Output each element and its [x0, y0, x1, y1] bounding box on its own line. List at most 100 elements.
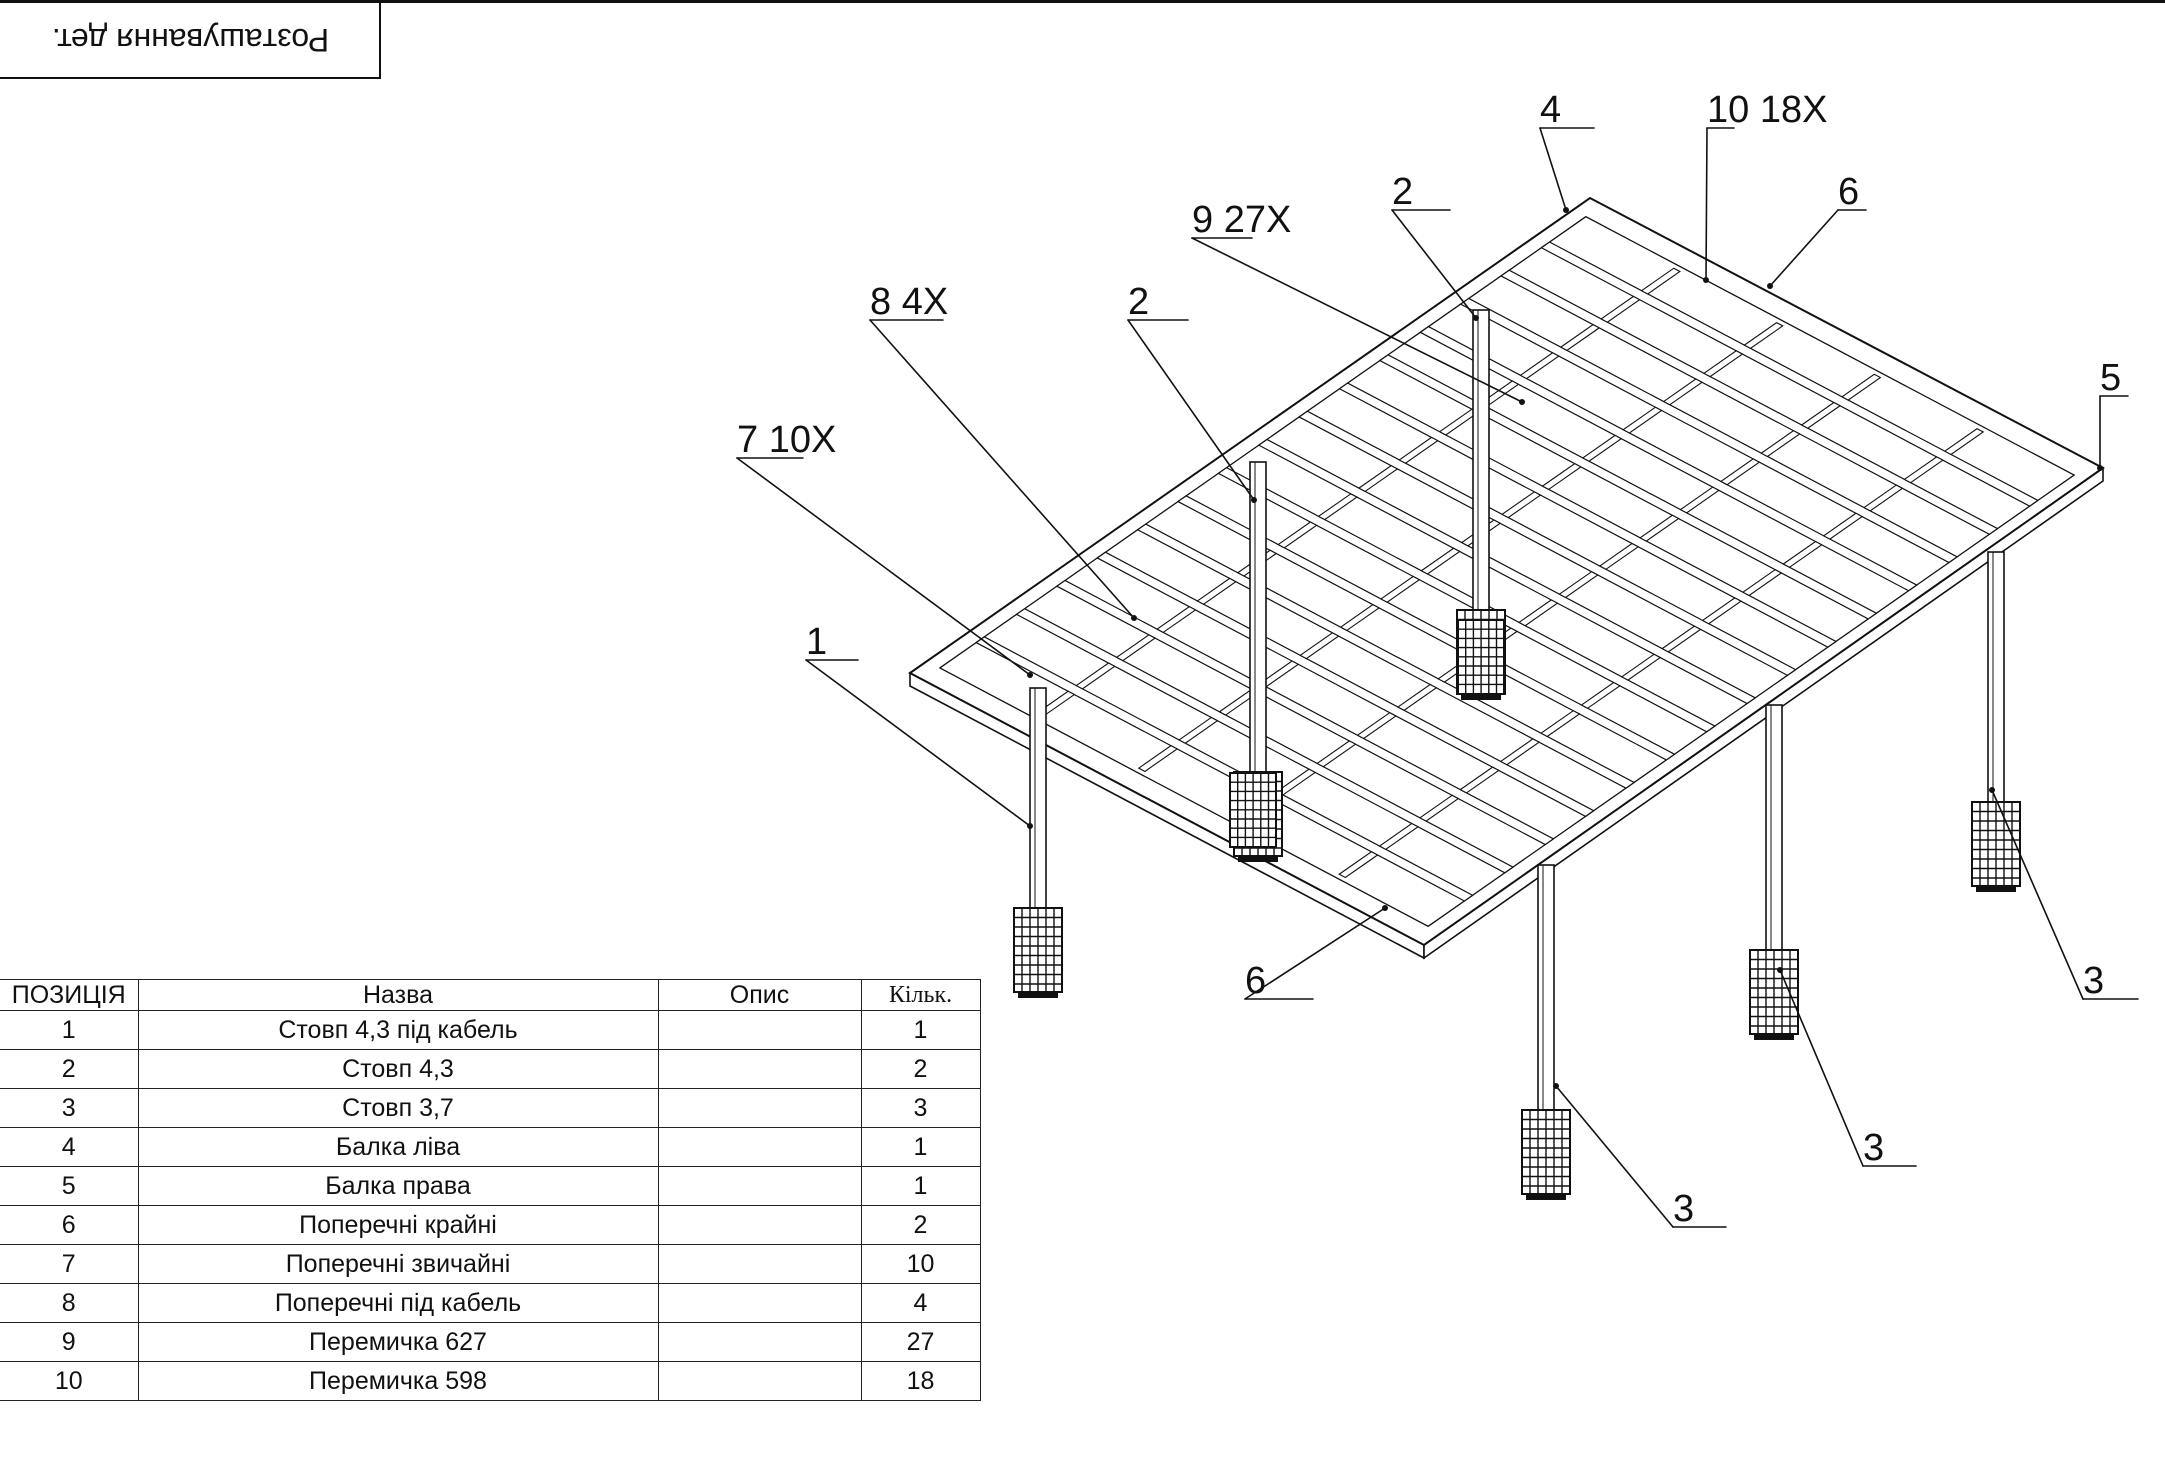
cell-description — [657, 1127, 862, 1167]
table-row: 3 Стовп 3,7 3 — [0, 1088, 981, 1128]
cell-name: Поперечні крайні — [137, 1205, 659, 1245]
table-header-row: ПОЗИЦІЯ Назва Опис Кільк. — [0, 979, 981, 1011]
table-row: 8 Поперечні під кабель 4 — [0, 1283, 981, 1323]
callout-label: 2 — [1392, 171, 1413, 213]
table-row: 2 Стовп 4,3 2 — [0, 1049, 981, 1089]
transverse-member — [1257, 438, 1757, 705]
callout-labels: 4 10 18X 2 6 9 27X 8 4X 2 5 7 10X 1 6 3 … — [737, 89, 2121, 1230]
leader-arrowhead — [1131, 615, 1137, 621]
cell-position: 5 — [0, 1166, 139, 1206]
cage-base — [1976, 886, 2016, 892]
callout-label: 4 — [1540, 89, 1561, 131]
jumper-member — [1517, 599, 1559, 627]
jumper-member — [1459, 766, 1500, 794]
roof-frame — [908, 196, 2105, 960]
jumper-member — [1719, 458, 1761, 486]
callout-leaders — [736, 127, 2139, 1228]
transverse-member — [1338, 382, 1838, 648]
column-3-back — [1987, 551, 2005, 823]
jumper-member — [1499, 738, 1541, 766]
jumper-member — [1639, 514, 1680, 542]
cage-base — [1018, 992, 1058, 998]
callout-label: 3 — [1673, 1188, 1694, 1230]
cell-position: 8 — [0, 1283, 139, 1323]
leader-line — [1779, 969, 1864, 1167]
leader-line — [805, 659, 1031, 827]
callout-label: 7 10X — [737, 419, 836, 461]
foundation-cage — [1013, 907, 1063, 998]
transverse-member — [1499, 269, 1999, 536]
cell-quantity: 18 — [860, 1361, 981, 1401]
jumper-member — [1863, 484, 1904, 512]
cell-quantity: 2 — [860, 1205, 981, 1245]
column-3-front — [1537, 864, 1555, 1131]
leader-line — [736, 457, 1031, 676]
column-2-back — [1472, 309, 1490, 631]
cage-base — [1461, 694, 1501, 700]
leader-arrowhead — [1519, 399, 1525, 405]
leader-arrowhead — [1027, 672, 1033, 678]
cell-description — [657, 1088, 862, 1128]
callout-label: 5 — [2100, 357, 2121, 399]
callout-label: 9 27X — [1192, 199, 1291, 241]
foundation-cage — [1521, 1109, 1571, 1200]
cell-position: 6 — [0, 1205, 139, 1245]
jumper-member — [1662, 378, 1704, 406]
transverse-member — [1540, 241, 2040, 507]
leader-arrowhead — [1563, 207, 1569, 213]
cell-position: 4 — [0, 1127, 139, 1167]
leader-arrowhead — [1251, 497, 1257, 503]
leader-arrowhead — [1703, 277, 1709, 283]
leader-line — [1705, 127, 1708, 281]
leader-arrowhead — [1473, 315, 1479, 321]
cell-name: Поперечні під кабель — [137, 1283, 659, 1323]
column-header-description: Опис — [657, 979, 862, 1011]
jumper-member — [1379, 575, 1421, 603]
jumper-member — [1943, 428, 1985, 456]
cell-position: 2 — [0, 1049, 139, 1089]
foundation-cage — [1457, 619, 1505, 695]
jumper-member — [1800, 401, 1842, 429]
column-header-position: ПОЗИЦІЯ — [0, 979, 139, 1011]
callout-label: 1 — [806, 621, 827, 663]
jumper-member — [1640, 267, 1681, 295]
leader-line — [1991, 789, 2084, 1000]
cell-quantity: 3 — [860, 1088, 981, 1128]
leader-line — [1244, 907, 1386, 1000]
callout-label: 8 4X — [870, 281, 948, 323]
cell-name: Стовп 4,3 під кабель — [137, 1010, 659, 1050]
column-header-name: Назва — [137, 979, 659, 1011]
jumper-member — [1741, 569, 1783, 597]
jumper-member — [1558, 571, 1599, 599]
cell-quantity: 1 — [860, 1166, 981, 1206]
jumper-member — [1559, 323, 1601, 352]
jumper-member — [1501, 491, 1542, 519]
cell-name: Балка ліва — [137, 1127, 659, 1167]
jumper-member — [1137, 745, 1179, 773]
leader-line — [869, 319, 1135, 619]
transverse-member — [1055, 579, 1555, 846]
table-row: 10 Перемичка 598 18 — [0, 1361, 981, 1401]
title-block: Розташування дет. — [0, 0, 381, 79]
jumper-member — [1317, 493, 1358, 521]
cell-description — [657, 1205, 862, 1245]
jumper-member — [1398, 436, 1439, 464]
transverse-member — [1217, 466, 1717, 733]
jumper-member — [1196, 577, 1237, 605]
callout-label: 3 — [2083, 960, 2104, 1002]
callout-label: 3 — [1863, 1127, 1884, 1169]
jumper-member — [1661, 625, 1702, 653]
jumper-member — [1600, 295, 1641, 323]
jumper-member — [1378, 822, 1420, 850]
transverse-member — [1459, 297, 1959, 564]
cell-description — [657, 1361, 862, 1401]
leader-arrowhead — [1989, 787, 1995, 793]
jumper-member — [1701, 597, 1743, 625]
jumper-member — [1903, 456, 1944, 484]
column-header-quantity: Кільк. — [860, 979, 981, 1011]
leader-line — [1191, 237, 1523, 403]
table-row: 7 Поперечні звичайні 10 — [0, 1244, 981, 1284]
cell-name: Перемичка 627 — [137, 1322, 659, 1362]
callout-label: 2 — [1128, 281, 1149, 323]
cell-description — [657, 1010, 862, 1050]
